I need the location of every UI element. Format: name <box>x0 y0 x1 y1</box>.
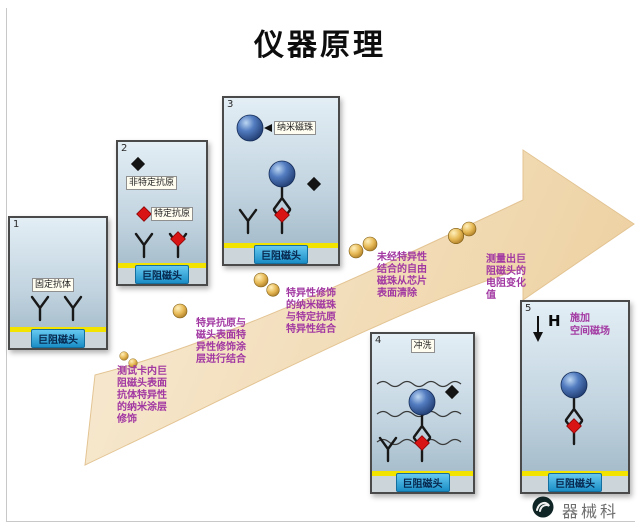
nonspecific-antigen-icon <box>306 176 322 192</box>
magnetic-bead-icon <box>447 227 465 245</box>
panel-2-antigen-binding: 2 非特定抗原 特定抗原 巨阻磁头 <box>116 140 208 286</box>
gmr-head-label: 巨阻磁头 <box>135 265 189 284</box>
gmr-head-label: 巨阻磁头 <box>548 473 602 492</box>
magnetic-bead-icon <box>266 283 280 297</box>
panel-number: 5 <box>525 303 532 314</box>
panel-footer: 巨阻磁头 <box>118 265 206 284</box>
magnetic-bead-icon <box>253 272 269 288</box>
panel-3-nanobead-binding: 3 纳米磁珠 巨阻磁头 <box>222 96 340 266</box>
magnetic-bead-icon <box>119 351 129 361</box>
annotation-step1: 测试卡内巨阻磁头表面抗体特异性的纳米涂层修饰 <box>117 366 167 425</box>
magnetic-bead-icon <box>172 303 188 319</box>
panel-footer: 巨阻磁头 <box>522 473 628 492</box>
panel-number: 1 <box>13 219 20 230</box>
nonspecific-antigen-icon <box>444 384 460 400</box>
apply-field-note: 施加 空间磁场 <box>570 313 610 337</box>
panel-footer: 巨阻磁头 <box>224 245 338 264</box>
field-direction-arrow-icon <box>533 316 543 342</box>
specific-antigen-icon <box>136 206 152 222</box>
gmr-head-label: 巨阻磁头 <box>395 473 450 492</box>
wash-label: 冲洗 <box>410 339 435 354</box>
panel-4-washing: 4 冲洗 巨阻磁头 <box>370 332 475 494</box>
annotation-step4: 未经特异性结合的自由磁珠从芯片表面清除 <box>377 252 427 299</box>
nano-bead-icon <box>236 114 264 142</box>
bead-antibody-sandwich <box>269 161 295 233</box>
antibody-icon <box>238 208 258 235</box>
panel-number: 2 <box>121 143 128 154</box>
field-symbol: H <box>548 312 561 330</box>
panel-1-fixed-antibody: 1 固定抗体 巨阻磁头 <box>8 216 108 350</box>
specific-antigen-icon <box>170 231 186 247</box>
panel-footer: 巨阻磁头 <box>372 473 473 492</box>
antibody-icon <box>63 295 83 322</box>
bottom-border-line <box>6 521 635 522</box>
nano-bead-label: 纳米磁珠 <box>274 121 317 136</box>
magnetic-bead-icon <box>362 236 378 252</box>
annotation-step3: 特异性修饰的纳米磁珠与特定抗原特异性结合 <box>286 288 336 335</box>
panel-number: 4 <box>375 335 382 346</box>
panel-footer: 巨阻磁头 <box>10 329 106 348</box>
specific-antigen-label: 特定抗原 <box>151 207 194 222</box>
nonspecific-antigen-icon <box>130 156 146 172</box>
fixed-antibody-label: 固定抗体 <box>32 278 75 293</box>
page-title: 仪器原理 <box>254 28 386 63</box>
left-border-line <box>6 8 7 521</box>
brand-logo-icon <box>532 496 554 518</box>
panel-number: 3 <box>227 99 234 110</box>
antibody-icon <box>134 232 154 259</box>
pointer-arrow-icon <box>264 124 272 132</box>
brand-name: 器械科 <box>562 502 620 521</box>
annotation-step5: 测量出巨阻磁头的电阻变化值 <box>486 254 526 301</box>
nonspecific-antigen-label: 非特定抗原 <box>126 176 178 191</box>
magnetic-bead-icon <box>348 243 364 259</box>
bead-antibody-sandwich <box>561 372 587 444</box>
antibody-icon <box>30 295 50 322</box>
bead-antibody-sandwich <box>409 389 435 461</box>
gmr-head-label: 巨阻磁头 <box>31 329 85 348</box>
brand-footer: 器械科 <box>532 496 640 521</box>
panel-5-field-measurement: 5 H 施加 空间磁场 巨阻磁头 <box>520 300 630 494</box>
magnetic-bead-icon <box>461 221 477 237</box>
annotation-step2: 特异抗原与磁头表面特异性修饰涂层进行结合 <box>196 318 246 365</box>
gmr-head-label: 巨阻磁头 <box>254 245 308 264</box>
